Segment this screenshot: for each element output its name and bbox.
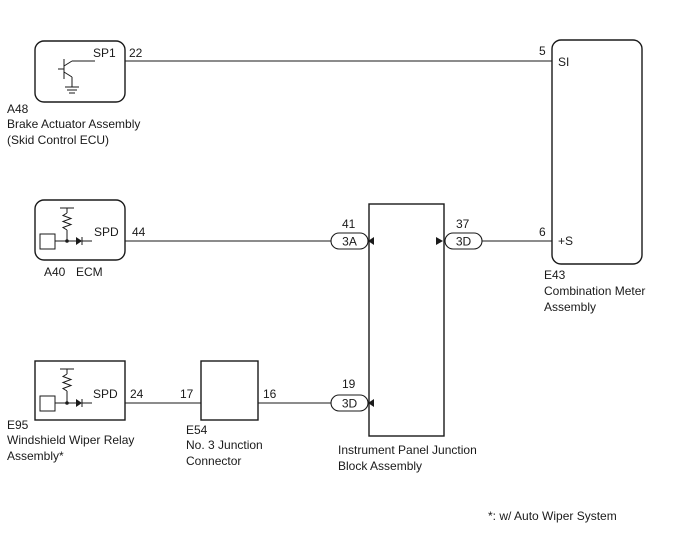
a48-terminal-label: SP1	[93, 46, 116, 60]
e43-terminal-s: +S	[558, 234, 573, 248]
e43-box	[551, 39, 643, 265]
connector-label: 3D	[456, 235, 472, 249]
a48-pin: 22	[129, 46, 143, 60]
a40-terminal-label: SPD	[94, 225, 119, 239]
connector-label: 3D	[342, 397, 358, 411]
junction-block-name-line2: Block Assembly	[338, 459, 422, 473]
e95-name-line1: Windshield Wiper Relay	[7, 433, 134, 447]
junction-pin-top-left: 41	[342, 217, 356, 231]
e54-box	[200, 360, 259, 421]
e95-pin: 24	[130, 387, 144, 401]
junction-block-box	[368, 203, 445, 437]
e43-name-line1: Combination Meter	[544, 284, 645, 298]
connector-3d-top-right: 3D	[436, 232, 483, 250]
junction-block-name-line1: Instrument Panel Junction	[338, 443, 477, 457]
e43-pin-s: 6	[539, 225, 546, 239]
a40-name: ECM	[76, 265, 103, 279]
resistor-diode-icon	[39, 207, 92, 250]
a48-name-line1: Brake Actuator Assembly	[7, 117, 140, 131]
connector-label: 3A	[342, 235, 357, 249]
e43-name-line2: Assembly	[544, 300, 596, 314]
a40-pin: 44	[132, 225, 146, 239]
e43-code: E43	[544, 268, 566, 282]
e43-terminal-si: SI	[558, 55, 569, 69]
a48-code: A48	[7, 102, 29, 116]
a40-code: A40	[44, 265, 66, 279]
connector-3d-bottom-left: 3D	[330, 394, 374, 412]
e54-pin-right: 16	[263, 387, 277, 401]
e54-pin-left: 17	[180, 387, 194, 401]
e95-box	[34, 360, 126, 421]
e95-code: E95	[7, 418, 29, 432]
a48-box	[34, 40, 126, 103]
e54-name-line2: Connector	[186, 454, 241, 468]
a40-box	[34, 199, 126, 261]
connector-3a-top-left: 3A	[330, 232, 374, 250]
transistor-icon	[58, 59, 95, 94]
junction-pin-top-right: 37	[456, 217, 470, 231]
resistor-diode-icon	[39, 368, 92, 412]
e95-name-line2: Assembly*	[7, 449, 64, 463]
e43-pin-si: 5	[539, 44, 546, 58]
a48-name-line2: (Skid Control ECU)	[7, 133, 109, 147]
junction-pin-bottom-left: 19	[342, 377, 356, 391]
e54-code: E54	[186, 423, 208, 437]
e54-name-line1: No. 3 Junction	[186, 438, 263, 452]
footnote: *: w/ Auto Wiper System	[488, 509, 617, 523]
e95-terminal-label: SPD	[93, 387, 118, 401]
